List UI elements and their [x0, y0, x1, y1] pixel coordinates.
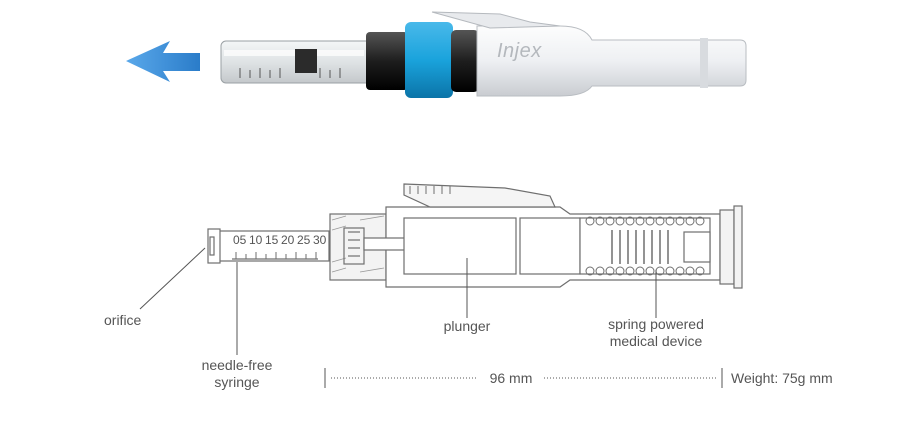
scale-mark: 15	[265, 233, 279, 247]
scale-mark: 05	[233, 233, 247, 247]
scale-mark: 25	[297, 233, 311, 247]
syringe-scale: 05 10 15 20 25 30	[229, 229, 329, 251]
leader-lines	[139, 247, 657, 355]
plunger-label: plunger	[443, 318, 491, 334]
scale-mark: 10	[249, 233, 263, 247]
syringe-label-line2: syringe	[214, 374, 260, 390]
spring-label: spring powered medical device	[596, 316, 716, 350]
device-photo	[220, 11, 747, 98]
scale-mark: 30	[313, 233, 327, 247]
syringe-label-line1: needle-free	[201, 357, 273, 373]
syringe-label: needle-free syringe	[190, 357, 284, 391]
device-cutaway	[207, 183, 743, 289]
spring-label-line1: spring powered	[608, 316, 704, 332]
dimension-line	[324, 368, 723, 388]
orifice-label: orifice	[104, 312, 142, 328]
length-label: 96 mm	[489, 370, 533, 386]
blue-arrow-icon	[126, 41, 200, 82]
scale-mark: 20	[281, 233, 295, 247]
spring-label-line2: medical device	[609, 333, 703, 349]
brand-logo: Injex	[497, 40, 542, 62]
weight-label: Weight: 75g mm	[731, 370, 833, 386]
